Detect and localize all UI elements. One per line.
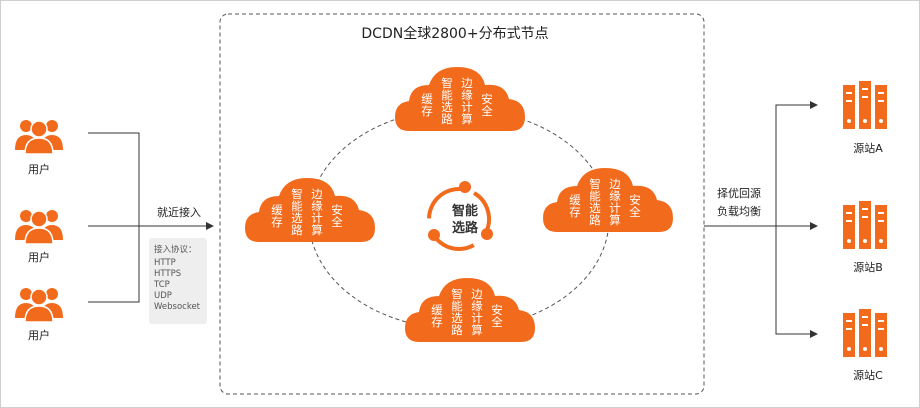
center-label-line2: 选路 (452, 220, 479, 236)
cloud-feature-label: 缓存 (271, 203, 283, 229)
access-connectors (88, 132, 214, 303)
cloud-icon (395, 67, 525, 131)
origin-label: 源站C (853, 368, 883, 382)
user-group-icon (14, 209, 64, 245)
cloud-feature-label: 缓存 (421, 92, 433, 118)
origins-group: 源站A 源站B 源站C (843, 81, 887, 382)
cloud-feature-label: 边缘计算 (471, 287, 483, 337)
cloud-feature-label: 智能选路 (451, 287, 463, 337)
cloud-feature-label: 安全 (481, 92, 493, 118)
cloud-feature-label: 智能选路 (441, 76, 453, 126)
cloud-feature-label: 边缘计算 (609, 177, 621, 227)
cloud-icon (405, 278, 535, 342)
user-label: 用户 (28, 250, 50, 264)
server-icon (843, 81, 887, 129)
user-bracket-line (88, 132, 140, 303)
origin-label: 源站B (853, 260, 883, 274)
center-label-line1: 智能 (452, 203, 478, 219)
cloud-feature-label: 边缘计算 (461, 76, 473, 126)
cloud-feature-label: 安全 (629, 193, 641, 219)
origin-label: 源站A (853, 141, 883, 155)
user-group-icon (14, 287, 64, 323)
dcdn-container (219, 13, 705, 395)
protocol-item: Websocket (154, 302, 201, 312)
origin-connectors (704, 101, 818, 338)
user-label: 用户 (28, 162, 50, 176)
routing-label-line1: 择优回源 (717, 186, 761, 200)
routing-dot-icon (481, 228, 493, 240)
diagram-title: DCDN全球2800+分布式节点 (361, 25, 548, 42)
server-icon (843, 201, 887, 249)
cloud-feature-label: 缓存 (569, 193, 581, 219)
user-group-icon (14, 119, 64, 155)
protocol-item: TCP (153, 280, 170, 290)
protocol-item: HTTPS (154, 269, 181, 279)
routing-cycle-icon (427, 187, 491, 251)
edge-clouds: 智能选路边缘计算缓存安全智能选路边缘计算缓存安全智能选路边缘计算缓存安全智能选路… (245, 67, 673, 342)
cloud-icon (543, 168, 673, 232)
server-icon (843, 309, 887, 357)
routing-label-line2: 负载均衡 (717, 204, 761, 218)
cloud-feature-label: 智能选路 (291, 187, 303, 237)
protocol-item: UDP (154, 291, 172, 301)
routing-dot-icon (459, 181, 471, 193)
protocol-box: 接入协议： HTTP HTTPS TCP UDP Websocket (149, 238, 207, 324)
protocol-title: 接入协议： (154, 244, 197, 255)
origin-arrow-a (775, 101, 818, 226)
cloud-feature-label: 边缘计算 (311, 187, 323, 237)
origin-arrow-c (775, 226, 818, 338)
smart-routing-center: 智能 选路 (427, 181, 493, 251)
protocol-item: HTTP (154, 258, 176, 268)
users-group: 用户 用户 用户 (14, 119, 64, 342)
cloud-feature-label: 智能选路 (589, 177, 601, 227)
cloud-feature-label: 缓存 (431, 303, 443, 329)
cloud-feature-label: 安全 (491, 303, 503, 329)
routing-dot-icon (428, 229, 440, 241)
cloud-icon (245, 178, 375, 242)
cloud-feature-label: 安全 (331, 203, 343, 229)
access-label: 就近接入 (157, 205, 201, 219)
user-label: 用户 (28, 328, 50, 342)
